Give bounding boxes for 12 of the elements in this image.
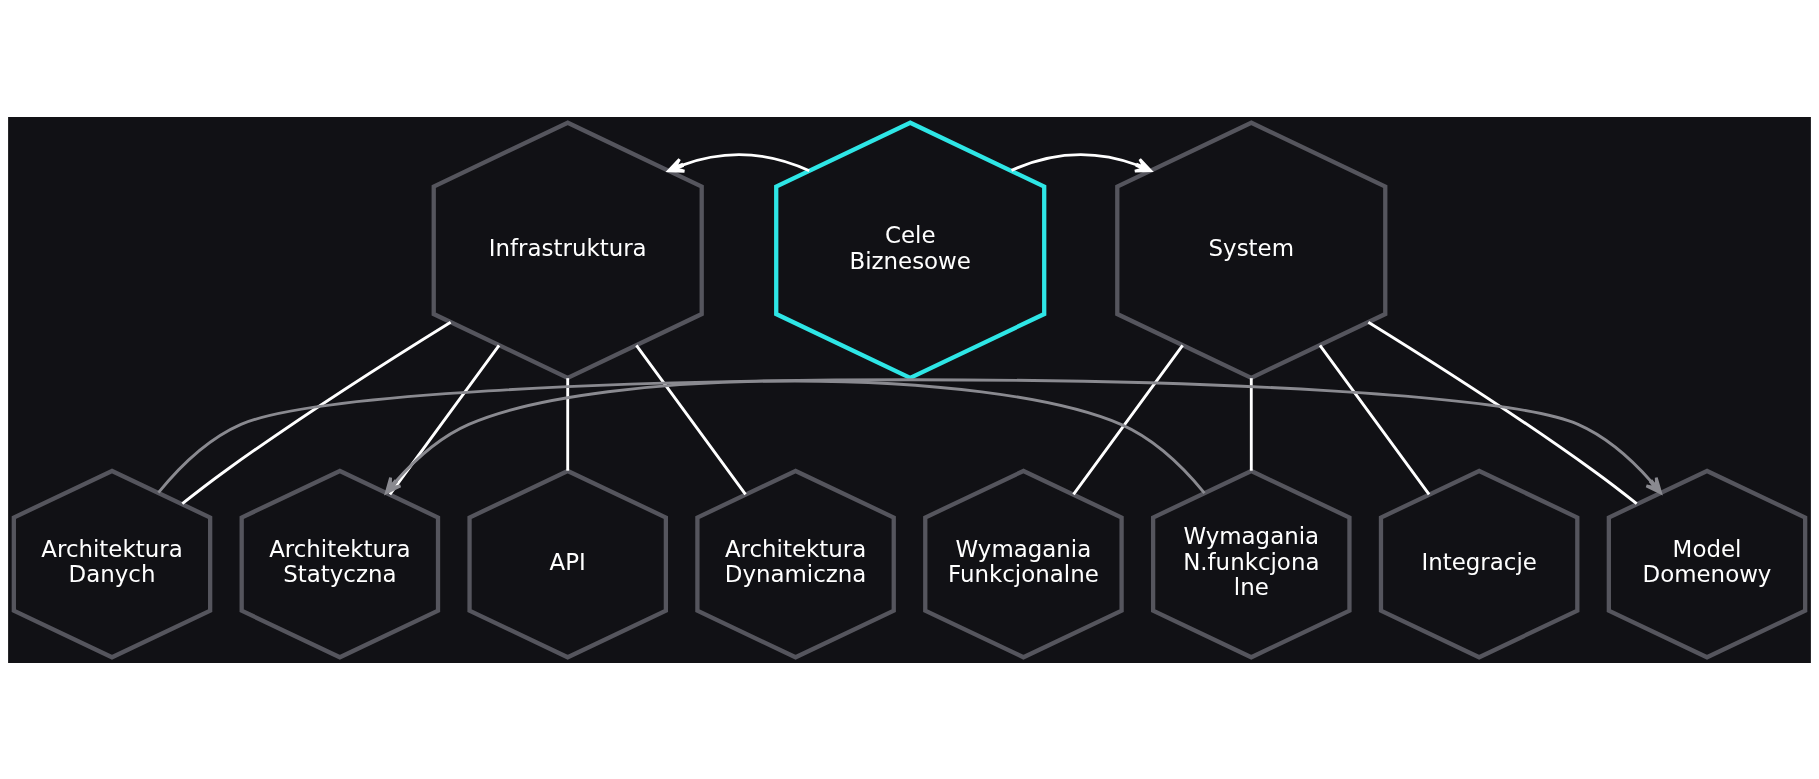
arrow — [667, 152, 810, 173]
connector — [566, 377, 570, 471]
connector — [635, 344, 747, 495]
arrow — [157, 377, 1662, 494]
connector — [1072, 344, 1184, 495]
connector — [1249, 377, 1253, 471]
connector — [1318, 344, 1431, 495]
connector — [388, 344, 501, 495]
arrow — [384, 379, 1206, 494]
connector — [1367, 320, 1638, 505]
connector — [181, 320, 452, 505]
arrow — [1010, 152, 1153, 173]
